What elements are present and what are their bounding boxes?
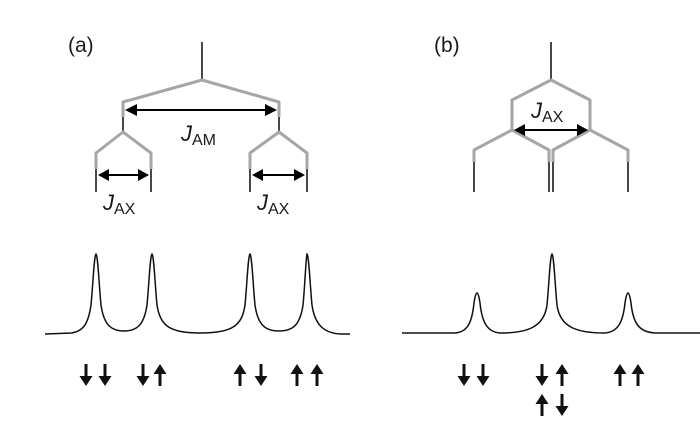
panel-b-coupling-jax-arrow [514, 124, 588, 136]
spin-down-arrow-icon [253, 362, 269, 388]
panel-b-spin-state-2 [534, 362, 570, 418]
panel-b-coupling-jax-label: JAX [530, 98, 564, 126]
panel-b-spin-state-1 [456, 362, 491, 388]
panel-a-spin-state-3 [232, 362, 269, 388]
panel-b-tree-level2-right [551, 128, 630, 162]
spin-up-arrow-icon [554, 362, 570, 388]
panel-b-splitting-tree [472, 42, 630, 192]
panel-b: (b) JAX [402, 34, 700, 418]
panel-b-label: (b) [434, 34, 460, 57]
panel-a-coupling-jam-arrow [125, 104, 277, 116]
spin-up-arrow-icon [534, 392, 550, 418]
panel-a-coupling-jax-left-arrow [98, 169, 149, 181]
spin-up-arrow-icon [309, 362, 325, 388]
panel-a: (a) JAM JAX [44, 34, 350, 388]
panel-a-tree-level2-right [248, 130, 309, 169]
panel-a-coupling-jam-label: JAM [180, 121, 216, 149]
spin-up-arrow-icon [630, 362, 646, 388]
panel-a-splitting-tree [94, 42, 309, 192]
spin-up-arrow-icon [232, 362, 248, 388]
panel-b-tree-level2-left [472, 128, 551, 162]
panel-a-coupling-jax-right-label: JAX [256, 190, 290, 218]
spin-down-arrow-icon [456, 362, 472, 388]
spin-down-arrow-icon [135, 362, 151, 388]
spin-down-arrow-icon [534, 362, 550, 388]
panel-a-spin-state-4 [289, 362, 325, 388]
spin-down-arrow-icon [78, 362, 94, 388]
spin-down-arrow-icon [554, 392, 570, 418]
spin-down-arrow-icon [475, 362, 491, 388]
panel-a-tree-level2-left [94, 130, 153, 169]
panel-a-coupling-jax-right-arrow [252, 169, 305, 181]
panel-a-spin-state-2 [135, 362, 168, 388]
panel-a-spectrum-trace [44, 252, 350, 335]
panel-b-tree-level1 [510, 78, 592, 130]
panel-b-spin-state-3 [612, 362, 646, 388]
spin-down-arrow-icon [97, 362, 113, 388]
spin-up-arrow-icon [152, 362, 168, 388]
panel-a-label: (a) [68, 34, 94, 57]
spin-up-arrow-icon [612, 362, 628, 388]
panel-a-tree-level1 [121, 78, 281, 117]
panel-a-spin-state-1 [78, 362, 113, 388]
panel-b-spectrum-trace [402, 252, 700, 334]
spin-up-arrow-icon [289, 362, 305, 388]
panel-a-coupling-jax-left-label: JAX [102, 190, 136, 218]
